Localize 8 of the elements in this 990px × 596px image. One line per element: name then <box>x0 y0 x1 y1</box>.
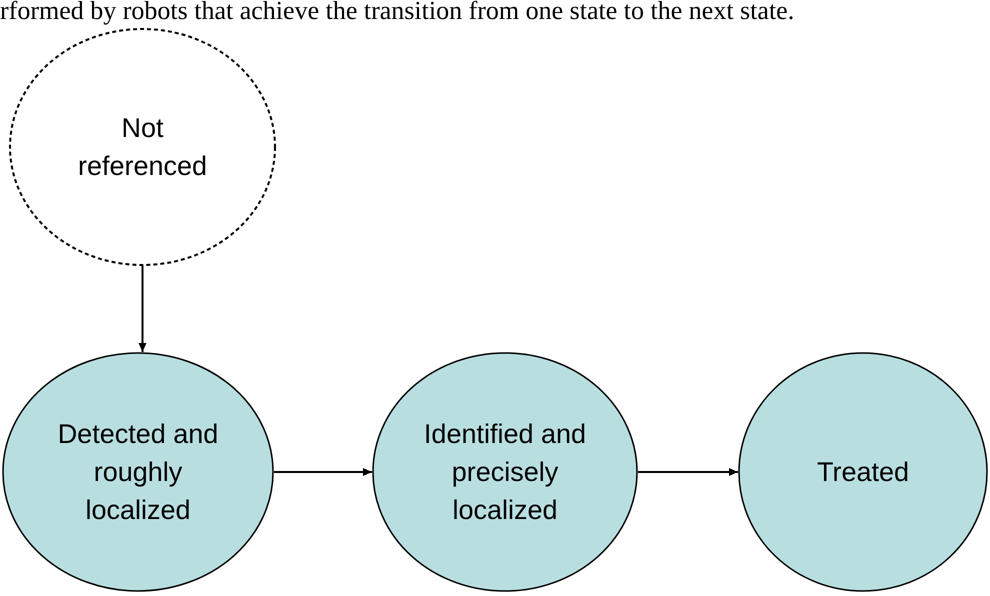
state-label: Not referenced <box>76 112 208 183</box>
caption-text: rformed by robots that achieve the transition from one state to the next state. <box>0 0 794 26</box>
state-label: Treated <box>816 456 910 489</box>
arrow <box>638 468 738 476</box>
arrow <box>138 266 146 352</box>
state-label: Detected and roughly localized <box>56 418 220 527</box>
state-label: Identified and precisely localized <box>422 418 588 527</box>
arrow <box>274 468 372 476</box>
